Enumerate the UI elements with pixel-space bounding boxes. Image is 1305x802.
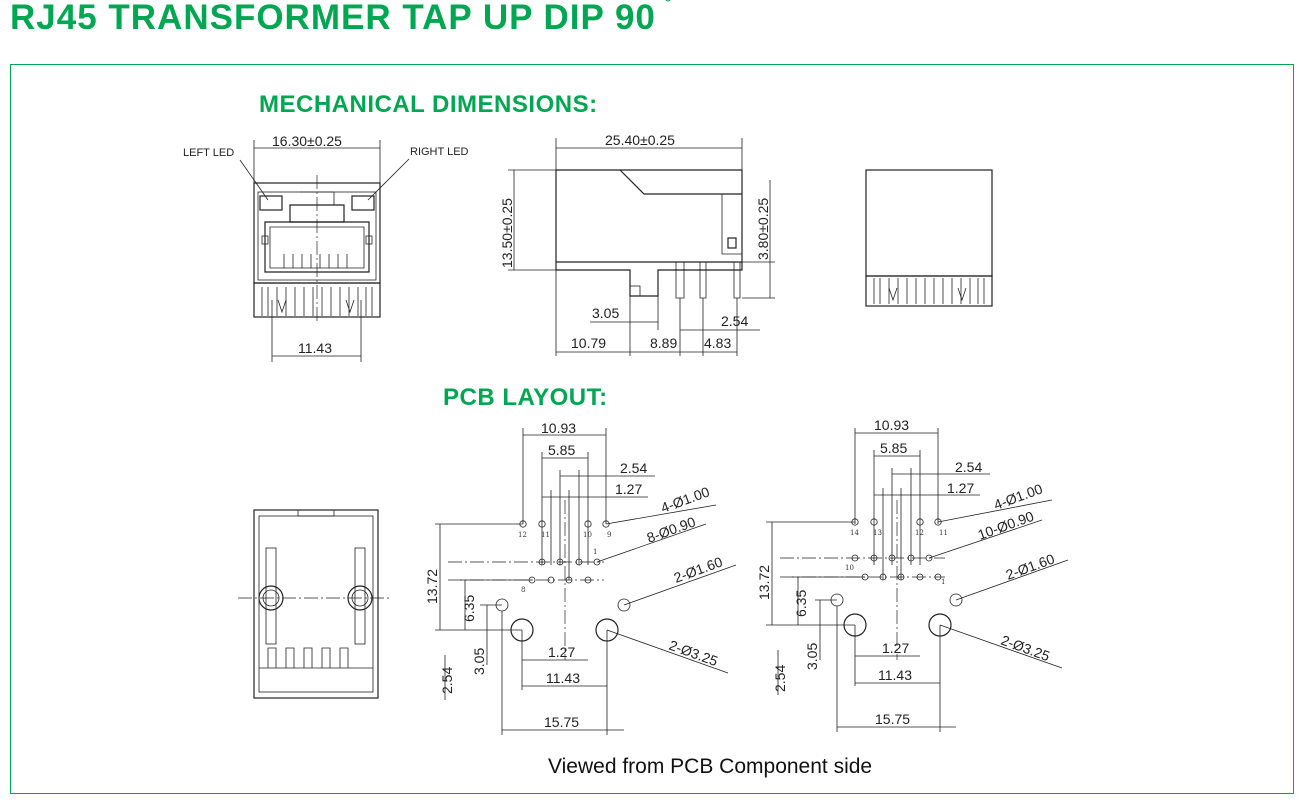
pcb-right-2-54: 2.54 xyxy=(955,459,982,475)
pcb-right-13-72: 13.72 xyxy=(756,565,772,600)
side-post xyxy=(629,285,641,297)
degree-symbol: ° xyxy=(663,0,673,16)
bottom-rail-left xyxy=(265,547,277,645)
svg-text:12: 12 xyxy=(915,529,924,537)
side-dim-8-89: 8.89 xyxy=(650,335,677,351)
pcb-left-2-54-v: 2.54 xyxy=(439,667,455,694)
right-led-label: RIGHT LED xyxy=(410,146,469,158)
pcb-left-1-27-b: 1.27 xyxy=(548,644,575,660)
front-width-dim: 16.30±0.25 xyxy=(272,133,342,149)
left-led-leader xyxy=(239,159,269,201)
pcb-right-guide-hole-2 xyxy=(949,593,963,607)
rear-base xyxy=(865,275,993,307)
side-pins xyxy=(675,262,741,299)
pcb-right-1-27: 1.27 xyxy=(947,480,974,496)
bottom-latch xyxy=(297,509,335,517)
side-shield-lip xyxy=(721,194,742,255)
pcb-right-3-05: 3.05 xyxy=(804,643,820,670)
side-pin-length-dim: 3.80±0.25 xyxy=(755,198,771,260)
svg-text:14: 14 xyxy=(850,529,859,537)
pcb-left-10-93: 10.93 xyxy=(541,420,576,436)
port-notch-right xyxy=(365,235,373,245)
side-view: 25.40±0.25 13.50±0.25 3.80±0.25 3.05 2.5… xyxy=(499,132,775,356)
bottom-housing xyxy=(253,509,379,699)
side-dim-4-83: 4.83 xyxy=(704,335,731,351)
pcb-left-6-35: 6.35 xyxy=(461,595,477,622)
svg-text:10: 10 xyxy=(583,531,592,539)
bottom-view xyxy=(238,509,392,699)
side-height-dim: 13.50±0.25 xyxy=(499,198,515,268)
svg-text:1: 1 xyxy=(941,578,945,586)
svg-text:1: 1 xyxy=(593,548,597,556)
pcb-layout-left: 10.93 5.85 2.54 1.27 12 11 10 9 1 8 xyxy=(424,420,737,735)
pcb-left-3-05: 3.05 xyxy=(471,648,487,675)
pcb-right-1-27-b: 1.27 xyxy=(882,640,909,656)
side-body xyxy=(555,169,743,263)
side-dim-2-54: 2.54 xyxy=(721,313,748,329)
pcb-left-guide-hole-2 xyxy=(617,598,631,612)
svg-text:11: 11 xyxy=(939,529,948,537)
side-standoff xyxy=(555,262,743,297)
rear-view xyxy=(865,169,993,307)
svg-text:11: 11 xyxy=(541,531,550,539)
pcb-right-11-43: 11.43 xyxy=(878,667,912,683)
pcb-left-holes-c: 2-Ø1.60 xyxy=(672,553,725,585)
latch-top xyxy=(300,191,335,205)
svg-text:9: 9 xyxy=(607,531,611,539)
pcb-left-13-72: 13.72 xyxy=(424,569,440,604)
pcb-right-holes-a: 4-Ø1.00 xyxy=(992,480,1045,512)
rear-housing xyxy=(865,169,993,277)
mechanical-dimensions-title: MECHANICAL DIMENSIONS: xyxy=(259,91,598,118)
pcb-right-15-75: 15.75 xyxy=(875,711,910,727)
side-shield-step xyxy=(619,169,742,195)
pcb-right-2-54-v: 2.54 xyxy=(772,665,788,692)
pcb-right-10-93: 10.93 xyxy=(874,417,909,433)
side-led-mark xyxy=(727,237,737,249)
page-title: RJ45 TRANSFORMER TAP UP DIP 90° xyxy=(10,0,673,38)
drawing-frame xyxy=(10,64,1294,794)
right-led-window xyxy=(351,195,375,211)
svg-text:12: 12 xyxy=(518,531,527,539)
pcb-left-holes-b: 8-Ø0.90 xyxy=(645,513,698,545)
front-pins xyxy=(261,287,373,316)
left-led-label: LEFT LED xyxy=(183,147,234,159)
pcb-left-15-75: 15.75 xyxy=(544,714,579,730)
latch-slot xyxy=(289,204,345,223)
pcb-left-11-43: 11.43 xyxy=(546,670,580,686)
pcb-right-holes-d: 2-Ø3.25 xyxy=(999,632,1052,664)
pcb-right-holes-c: 2-Ø1.60 xyxy=(1004,550,1057,582)
rear-pins xyxy=(873,278,985,304)
pcb-layout-title: PCB LAYOUT: xyxy=(443,384,608,411)
view-caption: Viewed from PCB Component side xyxy=(548,755,873,778)
pcb-right-6-35: 6.35 xyxy=(793,590,809,617)
front-contacts xyxy=(283,254,348,268)
pcb-left-1-27: 1.27 xyxy=(615,481,642,497)
bottom-contacts xyxy=(267,647,349,668)
port-notch-left xyxy=(261,235,269,245)
pcb-right-5-85: 5.85 xyxy=(880,440,907,456)
pcb-left-holes-a: 4-Ø1.00 xyxy=(659,483,712,515)
rj45-port-inner xyxy=(269,226,365,269)
svg-text:8: 8 xyxy=(521,586,525,594)
svg-text:13: 13 xyxy=(873,529,882,537)
front-pin-span-dim: 11.43 xyxy=(298,340,332,356)
pcb-left-holes-d: 2-Ø3.25 xyxy=(667,637,720,669)
left-led-window xyxy=(259,195,283,211)
side-dim-10-79: 10.79 xyxy=(571,335,606,351)
pcb-layout-right: 10.93 5.85 2.54 1.27 14 13 12 11 10 1 xyxy=(756,417,1069,732)
pcb-left-5-85: 5.85 xyxy=(548,442,575,458)
side-length-dim: 25.40±0.25 xyxy=(605,132,675,148)
svg-text:10: 10 xyxy=(845,564,854,572)
side-dim-3-05: 3.05 xyxy=(592,305,619,321)
front-view: 16.30±0.25 LEFT LED RIGHT LED 11.43 xyxy=(183,133,469,362)
bottom-rail-right xyxy=(354,547,366,645)
pcb-left-2-54: 2.54 xyxy=(620,460,647,476)
right-led-leader xyxy=(367,158,410,201)
